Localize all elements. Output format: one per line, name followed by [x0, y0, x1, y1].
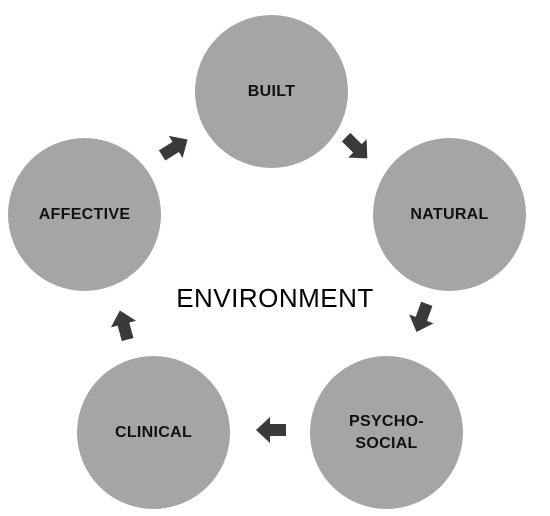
arrow-icon — [341, 132, 368, 159]
node-affective: AFFECTIVE — [8, 138, 161, 291]
node-built: BUILT — [195, 15, 348, 168]
node-natural-label: NATURAL — [410, 205, 489, 223]
arrow-icon — [409, 301, 434, 333]
arrow-icon — [110, 310, 137, 342]
node-clinical: CLINICAL — [77, 356, 230, 509]
arrow-icon — [158, 135, 188, 161]
arrow-natural-to-psycho-social — [409, 301, 434, 333]
node-psycho-social: PSYCHO- SOCIAL — [310, 356, 463, 509]
node-psycho-social-label: PSYCHO- SOCIAL — [349, 412, 424, 452]
node-natural: NATURAL — [373, 138, 526, 291]
arrow-built-to-natural — [341, 132, 368, 159]
arrow-affective-to-built — [158, 135, 188, 161]
node-clinical-label: CLINICAL — [114, 423, 193, 441]
arrow-psycho-social-to-clinical — [256, 417, 286, 443]
center-title: ENVIRONMENT — [176, 283, 374, 313]
node-built-label: BUILT — [247, 82, 296, 100]
arrow-clinical-to-affective — [110, 310, 137, 342]
arrow-icon — [256, 417, 286, 443]
node-affective-label: AFFECTIVE — [38, 205, 131, 223]
